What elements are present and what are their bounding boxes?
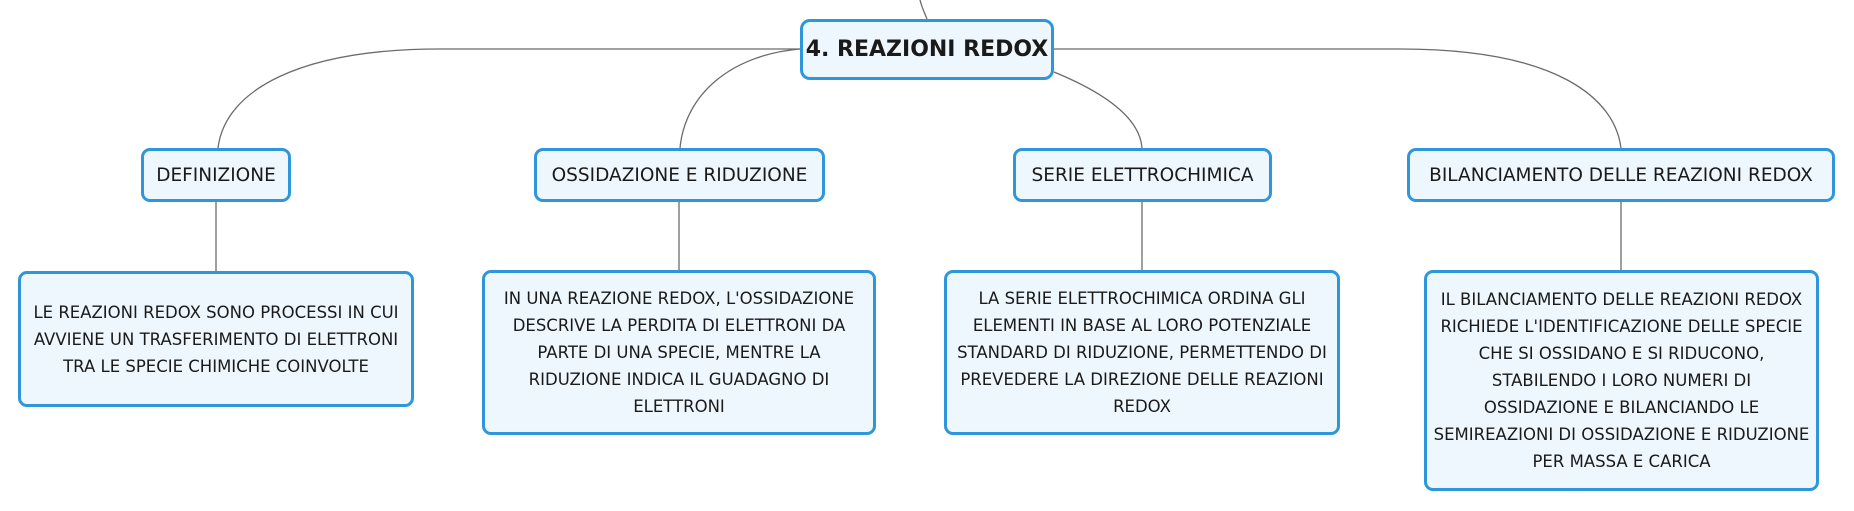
detail-text: LA SERIE ELETTROCHIMICA ORDINA GLI ELEME… bbox=[957, 289, 1327, 416]
detail-node-serie-elettrochimica[interactable]: LA SERIE ELETTROCHIMICA ORDINA GLI ELEME… bbox=[944, 270, 1340, 435]
topic-label: DEFINIZIONE bbox=[156, 164, 276, 186]
connector-parent-root bbox=[919, 0, 928, 20]
topic-node-ossidazione-riduzione[interactable]: OSSIDAZIONE E RIDUZIONE bbox=[534, 148, 825, 202]
connector-root-definizione bbox=[217, 48, 800, 149]
connector-root-ossidazione bbox=[679, 48, 801, 149]
root-node[interactable]: 4. REAZIONI REDOX bbox=[800, 19, 1054, 80]
connector-root-bilanciamento bbox=[1054, 48, 1622, 149]
detail-node-ossidazione-riduzione[interactable]: IN UNA REAZIONE REDOX, L'OSSIDAZIONE DES… bbox=[482, 270, 876, 435]
detail-node-bilanciamento[interactable]: IL BILANCIAMENTO DELLE REAZIONI REDOX RI… bbox=[1424, 270, 1819, 491]
detail-text: LE REAZIONI REDOX SONO PROCESSI IN CUI A… bbox=[33, 302, 399, 376]
connector-root-serie bbox=[1053, 71, 1143, 149]
topic-node-definizione[interactable]: DEFINIZIONE bbox=[141, 148, 291, 202]
topic-node-bilanciamento[interactable]: BILANCIAMENTO DELLE REAZIONI REDOX bbox=[1407, 148, 1835, 202]
root-node-label: 4. REAZIONI REDOX bbox=[805, 37, 1049, 62]
topic-node-serie-elettrochimica[interactable]: SERIE ELETTROCHIMICA bbox=[1013, 148, 1272, 202]
topic-label: BILANCIAMENTO DELLE REAZIONI REDOX bbox=[1429, 164, 1813, 186]
detail-text: IL BILANCIAMENTO DELLE REAZIONI REDOX RI… bbox=[1433, 290, 1810, 471]
topic-label: SERIE ELETTROCHIMICA bbox=[1031, 164, 1254, 186]
topic-label: OSSIDAZIONE E RIDUZIONE bbox=[551, 164, 808, 186]
detail-node-definizione[interactable]: LE REAZIONI REDOX SONO PROCESSI IN CUI A… bbox=[18, 271, 414, 407]
detail-text: IN UNA REAZIONE REDOX, L'OSSIDAZIONE DES… bbox=[503, 289, 855, 416]
